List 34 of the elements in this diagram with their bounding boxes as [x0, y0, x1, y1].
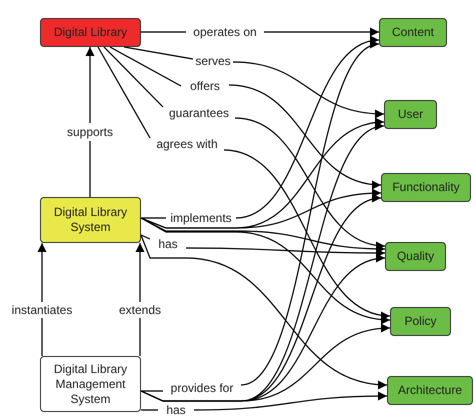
edge-label: provides for: [170, 381, 234, 395]
system-box: Digital Library System: [40, 197, 141, 243]
arrow: [140, 234, 388, 388]
edge-label: extends: [118, 303, 162, 317]
concept-box: Architecture: [387, 376, 473, 405]
concept-box: Content: [379, 18, 447, 47]
arrow: [97, 46, 391, 319]
arrow: [136, 242, 144, 357]
edge-label: implements: [169, 211, 233, 225]
arrow: [103, 46, 386, 250]
edge-label: supports: [66, 125, 114, 139]
arrow: [86, 46, 94, 198]
arrow: [140, 392, 388, 411]
edge-label: operates on: [192, 25, 258, 39]
edge-label: agrees with: [155, 137, 219, 151]
arrow: [123, 46, 385, 118]
concept-box: Quality: [385, 242, 446, 271]
concept-box: Functionality: [381, 173, 471, 202]
arrow: [140, 217, 390, 324]
arrow: [38, 242, 46, 357]
arrow: [140, 37, 380, 219]
edge-label: has: [165, 403, 187, 417]
arrow: [109, 46, 382, 188]
system-box: Digital Library Management System: [40, 356, 141, 412]
edge-label: instantiates: [10, 303, 74, 317]
arrow: [140, 217, 386, 254]
edge-label: offers: [189, 78, 221, 92]
concept-box: Policy: [390, 307, 451, 336]
process-box: Digital Library: [40, 18, 141, 47]
edge-label: has: [157, 236, 179, 250]
arrow: [140, 234, 386, 258]
arrow: [140, 324, 390, 402]
arrow: [140, 28, 380, 36]
concept-box: User: [384, 100, 437, 129]
